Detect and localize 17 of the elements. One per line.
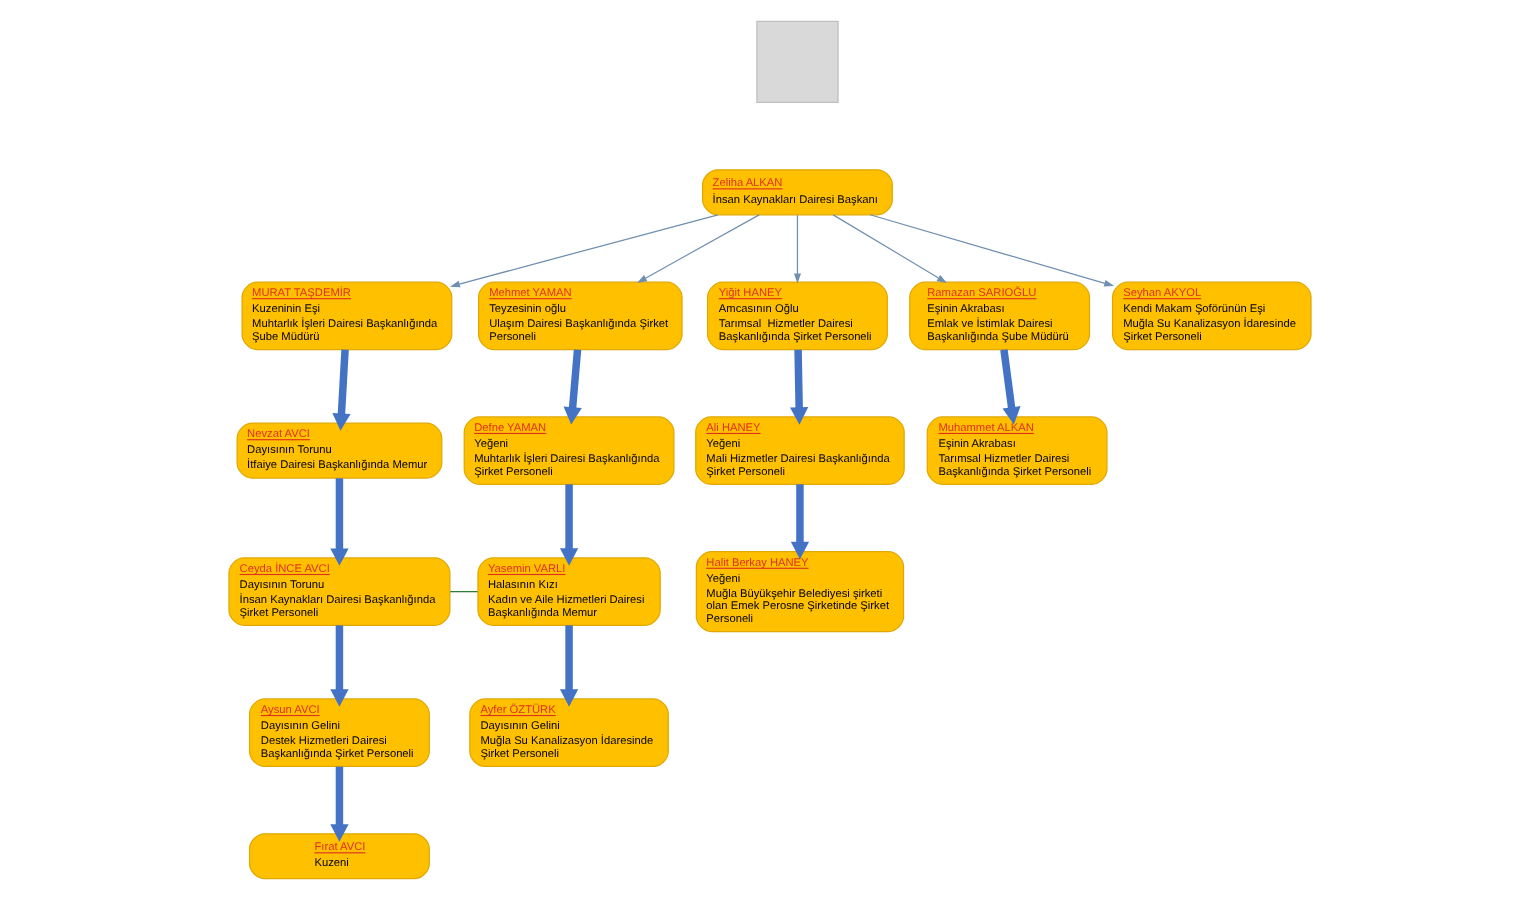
arrow [793,214,801,284]
arrow [330,478,349,566]
arrow [869,214,1115,287]
arrow [332,349,351,431]
arrow [330,625,349,707]
arrow [559,625,579,707]
arrow [330,766,349,842]
arrow [1000,349,1021,425]
arrow [637,214,760,283]
arrow [559,484,579,566]
arrow [790,349,809,425]
arrow [449,214,719,288]
connector [449,591,479,593]
node-box [756,20,839,104]
arrow [832,214,947,284]
arrow [790,484,810,560]
arrow [563,349,582,425]
